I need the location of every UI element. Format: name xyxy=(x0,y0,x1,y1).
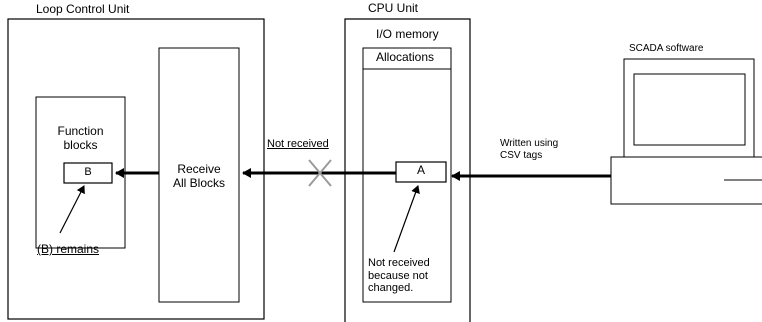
block-b-label: B xyxy=(84,166,92,178)
cpu-note-line-1: Not received xyxy=(368,257,430,269)
allocations-label: Allocations xyxy=(376,50,435,64)
scada-note-line-1: Written using xyxy=(500,138,559,149)
scada-title: SCADA software xyxy=(629,43,704,54)
cross-mark-line-2 xyxy=(308,159,332,187)
block-a-label: A xyxy=(416,163,425,177)
block-b-box xyxy=(63,162,113,184)
cpu-unit-title: CPU Unit xyxy=(368,1,419,15)
cpu-note-line-3: changed. xyxy=(368,282,414,295)
computer-screen xyxy=(633,73,746,146)
cpu-unit-outline xyxy=(344,18,471,322)
scada-note-line-2: CSV tags xyxy=(500,149,543,161)
scada-written-note: Written using CSV tags xyxy=(500,138,558,161)
computer-base xyxy=(610,156,762,205)
cpu-not-received-note: Not received because not changed. xyxy=(368,257,430,295)
link-not-received-label: Not received xyxy=(267,138,329,150)
function-blocks-label: Function blocks xyxy=(36,124,125,153)
loop-control-unit-box xyxy=(7,18,265,320)
io-memory-label: I/O memory xyxy=(376,27,439,41)
cpu-note-line-2: because not xyxy=(368,269,428,282)
function-blocks-label-line-1: Function xyxy=(57,124,104,138)
computer-monitor xyxy=(623,58,755,157)
receive-label-line-2: All Blocks xyxy=(172,175,225,190)
receive-all-blocks-label: Receive All Blocks xyxy=(159,162,239,191)
b-remains-note: (B) remains xyxy=(37,242,100,256)
loop-control-unit-title: Loop Control Unit xyxy=(36,2,130,16)
not-received-pointer xyxy=(393,185,420,253)
receive-all-blocks-box xyxy=(158,47,240,303)
receive-label-line-1: Receive xyxy=(177,162,221,176)
b-remains-pointer xyxy=(59,185,85,234)
function-blocks-label-line-2: blocks xyxy=(63,137,98,152)
